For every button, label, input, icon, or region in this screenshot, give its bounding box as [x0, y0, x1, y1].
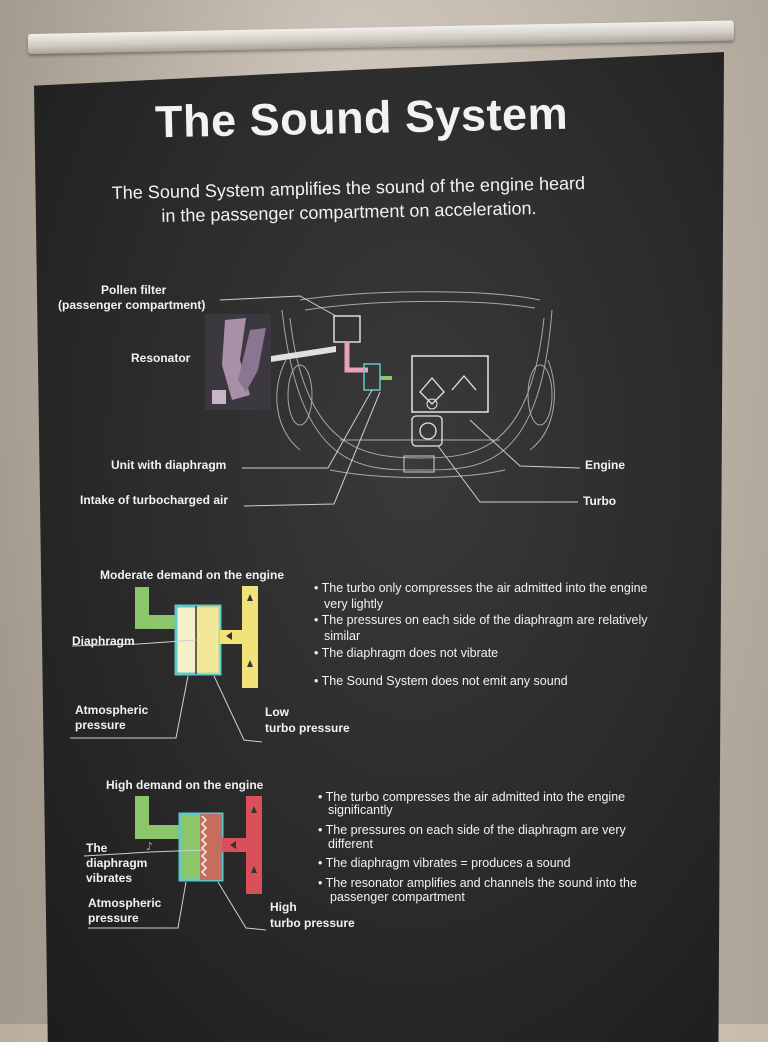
car-outline	[276, 291, 555, 478]
high-heading: High demand on the engine	[106, 778, 264, 792]
moderate-bullet-1a: • The turbo only compresses the air admi…	[314, 581, 648, 595]
high-label-high-1: High	[270, 900, 297, 914]
label-engine: Engine	[585, 458, 626, 472]
high-label-high-2: turbo pressure	[270, 916, 355, 930]
callout-lines	[219, 295, 581, 507]
resonator-illustration	[205, 314, 271, 410]
turbo-box	[411, 415, 443, 447]
svg-text:♪: ♪	[146, 840, 153, 853]
moderate-bullet-4: • The Sound System does not emit any sou…	[314, 674, 568, 688]
high-bullet-4b: passenger compartment	[330, 890, 465, 904]
label-intake-turbocharged-air: Intake of turbocharged air	[80, 493, 229, 507]
high-bullet-3: • The diaphragm vibrates = produces a so…	[318, 856, 571, 870]
high-label-vibrates-2: diaphragm	[86, 856, 148, 870]
moderate-bullet-2a: • The pressures on each side of the diap…	[314, 613, 648, 627]
label-pollen-filter-1: Pollen filter	[101, 283, 167, 297]
moderate-label-atm-2: pressure	[75, 718, 126, 732]
svg-text:♫: ♫	[158, 824, 168, 837]
high-bullet-4a: • The resonator amplifies and channels t…	[318, 876, 637, 890]
moderate-bullet-2b: similar	[324, 629, 361, 643]
pink-pipe	[344, 342, 368, 373]
label-pollen-filter-2: (passenger compartment)	[58, 298, 206, 312]
engine-box	[411, 355, 489, 413]
label-resonator: Resonator	[131, 351, 191, 365]
high-label-atm-1: Atmospheric	[88, 896, 162, 910]
poster-banner	[34, 52, 724, 1042]
moderate-heading: Moderate demand on the engine	[100, 568, 285, 582]
label-unit-with-diaphragm: Unit with diaphragm	[111, 458, 227, 472]
high-bullet-1a: • The turbo compresses the air admitted …	[318, 790, 626, 804]
high-bullet-1b: significantly	[328, 803, 393, 817]
moderate-label-low-1: Low	[265, 705, 289, 719]
high-label-vibrates-1: The	[86, 841, 108, 855]
label-turbo: Turbo	[583, 494, 617, 508]
high-label-atm-2: pressure	[88, 911, 139, 925]
moderate-bullet-1b: very lightly	[324, 597, 384, 611]
moderate-bullet-3: • The diaphragm does not vibrate	[314, 646, 499, 660]
high-bullet-2a: • The pressures on each side of the diap…	[318, 823, 626, 837]
high-bullet-2b: different	[328, 837, 373, 851]
high-label-vibrates-3: vibrates	[86, 871, 133, 885]
moderate-label-diaphragm: Diaphragm	[72, 634, 135, 648]
svg-text:♪: ♪	[140, 797, 148, 812]
moderate-label-atm-1: Atmospheric	[75, 703, 149, 717]
high-demand-diagram: ♪ ♫ ♪	[135, 796, 262, 894]
moderate-label-low-2: turbo pressure	[265, 721, 350, 735]
moderate-demand-diagram	[135, 586, 258, 688]
pollen-filter-box	[333, 315, 361, 343]
